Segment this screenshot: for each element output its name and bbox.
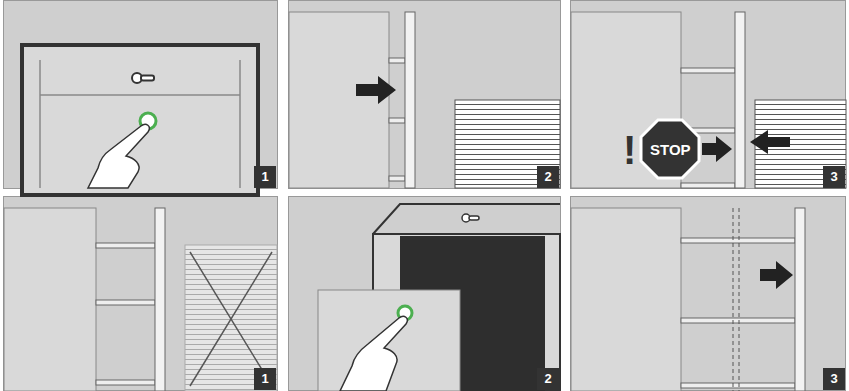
ladder-panel-6 bbox=[571, 208, 805, 391]
step-number: 1 bbox=[254, 368, 276, 390]
warning-mark: ! bbox=[623, 130, 636, 170]
step-number: 1 bbox=[254, 166, 276, 188]
step-number: 2 bbox=[537, 368, 559, 390]
stop-sign-text: STOP bbox=[650, 142, 691, 157]
ladder-stop-panel-3 bbox=[571, 12, 846, 188]
ladder-panel-4 bbox=[4, 208, 277, 391]
step-number: 3 bbox=[823, 368, 845, 390]
ladder-panel-2 bbox=[289, 12, 560, 188]
door-panel-5 bbox=[318, 204, 560, 391]
door-panel-1 bbox=[22, 45, 258, 195]
step-number: 2 bbox=[537, 166, 559, 188]
step-number: 3 bbox=[823, 166, 845, 188]
